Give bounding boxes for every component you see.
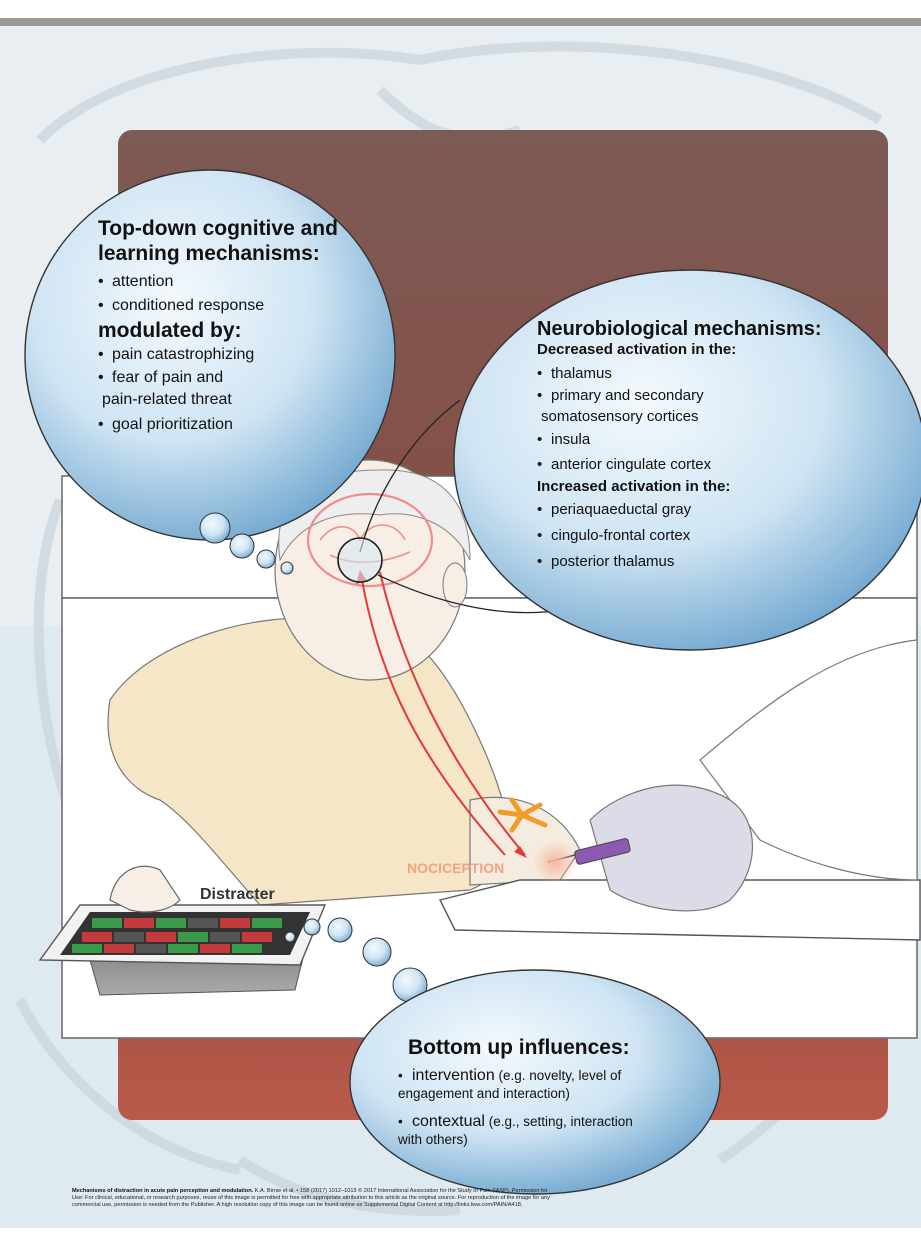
neurobiological-text: Neurobiological mechanisms: Decreased ac… [537, 318, 917, 575]
thought-bubble-6 [304, 919, 320, 935]
increased-heading: Increased activation in the: [537, 477, 917, 497]
thought-bubble-5 [285, 932, 295, 942]
list-item: •pain catastrophizing [98, 343, 388, 367]
list-item: •attention [98, 270, 388, 294]
thought-bubble-8 [363, 938, 391, 966]
list-item-continued: somatosensory cortices [537, 406, 917, 427]
list-item: • intervention (e.g. novelty, level of [398, 1067, 698, 1085]
list-item-continued: pain-related threat [98, 389, 388, 411]
bottom-up-title: Bottom up influences: [408, 1035, 698, 1061]
list-item: •thalamus [537, 362, 917, 385]
list-item-continued: with others) [398, 1131, 698, 1149]
list-item: •insula [537, 427, 917, 452]
list-item: •conditioned response [98, 294, 388, 318]
thought-bubble-3 [257, 550, 275, 568]
bottom-up-text: Bottom up influences: • intervention (e.… [398, 1035, 698, 1149]
thought-bubble-7 [328, 918, 352, 942]
top-down-title-line2: learning mechanisms: [98, 241, 388, 266]
list-item-continued: engagement and interaction) [398, 1085, 698, 1103]
thought-bubble-1 [200, 513, 230, 543]
list-item: •goal prioritization [98, 413, 388, 437]
brain-focus-circle [338, 538, 382, 582]
list-item: •posterior thalamus [537, 549, 917, 575]
distracter-label: Distracter [200, 886, 275, 904]
list-item: •primary and secondary [537, 385, 917, 406]
top-down-title-line1: Top-down cognitive and [98, 216, 388, 241]
caption-title: Mechanisms of distraction in acute pain … [72, 1188, 253, 1194]
decreased-heading: Decreased activation in the: [537, 340, 917, 360]
list-item: •periaquaeductal gray [537, 497, 917, 523]
top-divider [0, 18, 921, 26]
injection-site [533, 840, 577, 884]
nociception-label: NOCICEPTION [407, 860, 504, 876]
thought-bubble-4 [281, 562, 293, 574]
neuro-title: Neurobiological mechanisms: [537, 318, 917, 340]
list-item: •anterior cingulate cortex [537, 452, 917, 477]
list-item: •fear of pain and [98, 367, 388, 389]
list-item: • contextual (e.g., setting, interaction [398, 1113, 698, 1131]
modulated-by-heading: modulated by: [98, 318, 388, 343]
list-item: •cingulo-frontal cortex [537, 523, 917, 549]
top-strip [0, 0, 921, 18]
top-down-text: Top-down cognitive and learning mechanis… [98, 216, 388, 437]
figure-caption: Mechanisms of distraction in acute pain … [72, 1188, 552, 1210]
thought-bubble-2 [230, 534, 254, 558]
